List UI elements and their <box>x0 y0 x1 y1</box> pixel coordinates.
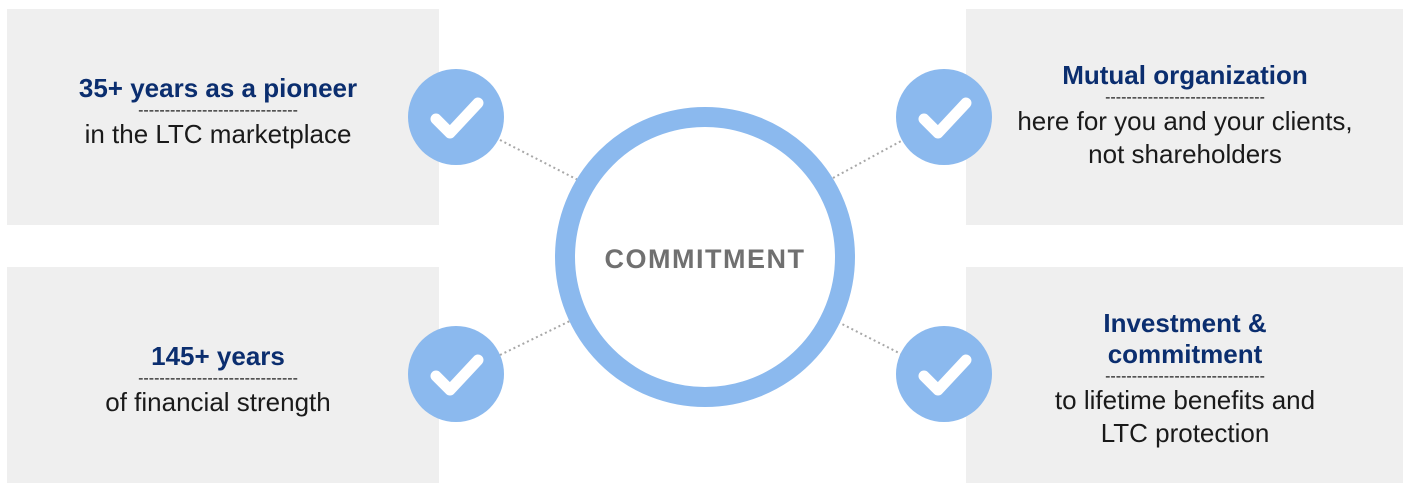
connector-bottom-right <box>837 321 904 356</box>
panel-top-right <box>966 9 1403 225</box>
item-financial-strength: 145+ years -----------------------------… <box>40 341 396 419</box>
item-mutual-organization: Mutual organization --------------------… <box>1000 60 1370 171</box>
check-icon <box>408 69 504 165</box>
item-title: Mutual organization <box>1062 60 1308 90</box>
item-separator: ------------------------------ <box>138 104 298 118</box>
hub-label: COMMITMENT <box>604 244 806 274</box>
item-investment-commitment: Investment & commitment ----------------… <box>1000 308 1370 450</box>
item-separator: ------------------------------ <box>1105 370 1265 384</box>
connector-top-right <box>832 139 904 179</box>
connector-top-left <box>499 139 579 181</box>
item-title: 35+ years as a pioneer <box>78 73 358 103</box>
panel-bottom-left <box>7 267 439 483</box>
item-description: here for you and your clients, not share… <box>1017 106 1353 169</box>
item-description: of financial strength <box>105 387 331 417</box>
item-description: in the LTC marketplace <box>84 119 352 149</box>
check-icon <box>408 326 504 422</box>
item-pioneer: 35+ years as a pioneer -----------------… <box>40 73 396 151</box>
item-description: to lifetime benefits and LTC protection <box>1054 385 1316 448</box>
item-title: 145+ years <box>151 341 285 371</box>
panel-bottom-right <box>966 267 1403 483</box>
item-separator: ------------------------------ <box>138 372 298 386</box>
check-icon <box>896 69 992 165</box>
item-separator: ------------------------------ <box>1105 91 1265 105</box>
panel-top-left <box>7 9 439 225</box>
connector-bottom-left <box>499 319 573 356</box>
check-icon <box>896 326 992 422</box>
item-title: Investment & commitment <box>1103 308 1267 369</box>
